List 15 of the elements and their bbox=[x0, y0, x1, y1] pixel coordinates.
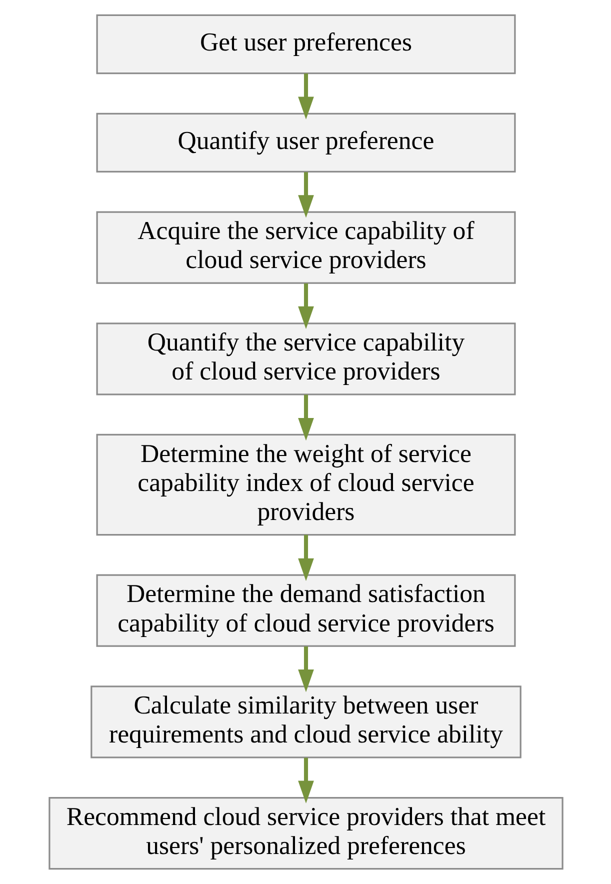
arrow bbox=[298, 534, 314, 581]
arrow bbox=[298, 172, 314, 218]
arrow bbox=[298, 283, 314, 330]
node-box: Determine the weight of service capability index of cloud service providers bbox=[96, 434, 516, 536]
node-box: Get user preferences bbox=[96, 14, 516, 74]
node-box: Calculate similarity between user requirements and cloud service ability bbox=[90, 686, 521, 758]
arrow bbox=[298, 394, 314, 441]
node-box: Quantify the service capability of cloud service providers bbox=[96, 322, 516, 396]
node-box: Recommend cloud service providers that meet users' personalized preferences bbox=[48, 796, 563, 870]
node-box: Determine the demand satisfaction capability of cloud service providers bbox=[96, 574, 516, 647]
node-box: Quantify user preference bbox=[96, 112, 516, 173]
arrow bbox=[298, 646, 314, 692]
arrow bbox=[298, 758, 314, 804]
node-box: Acquire the service capability of cloud service providers bbox=[96, 211, 516, 284]
arrow bbox=[298, 73, 314, 120]
